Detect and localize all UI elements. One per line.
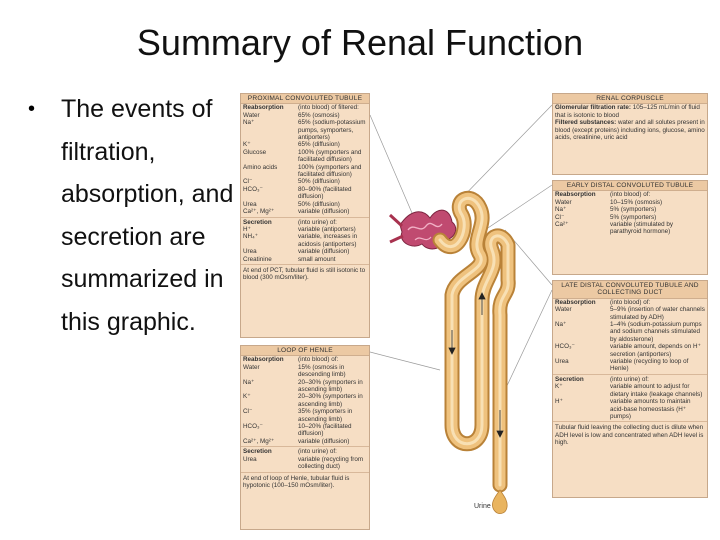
edct-row: Ca²⁺variable (stimulated by parathyroid … bbox=[555, 221, 673, 236]
late-reab-heading: Reabsorption (into blood) of: bbox=[555, 298, 651, 306]
pct-row: HCO₃⁻80–90% (facilitated diffusion) bbox=[243, 185, 352, 201]
pct-row: Na⁺65% (sodium-potassium pumps, symporte… bbox=[243, 119, 366, 142]
late-sec-row: K⁺variable amount to adjust for dietary … bbox=[555, 383, 703, 398]
pct-reab-heading: Reabsorption (into blood) of filtered: bbox=[243, 104, 359, 112]
late-note: Tubular fluid leaving the collecting duc… bbox=[555, 424, 704, 447]
pct-sec-row: H⁺variable (antiporters) bbox=[243, 225, 356, 233]
nephron-illustration: Urine bbox=[369, 104, 553, 514]
renal-function-figure: PROXIMAL CONVOLUTED TUBULE Reabsorption … bbox=[240, 90, 710, 532]
late-sec-heading: Secretion (into urine) of: bbox=[555, 375, 649, 383]
loop-note: At end of loop of Henle, tubular fluid i… bbox=[243, 474, 350, 489]
slide-title: Summary of Renal Function bbox=[136, 22, 584, 63]
edct-header: EARLY DISTAL CONVOLUTED TUBULE bbox=[553, 181, 707, 192]
pct-panel: PROXIMAL CONVOLUTED TUBULE Reabsorption … bbox=[240, 93, 370, 338]
pct-note: At end of PCT, tubular fluid is still is… bbox=[243, 266, 366, 282]
late-header: LATE DISTAL CONVOLUTED TUBULE AND COLLEC… bbox=[553, 281, 707, 299]
renal-header: RENAL CORPUSCLE bbox=[553, 94, 707, 105]
flow-arrows bbox=[448, 292, 504, 438]
loop-reab-heading: Reabsorption (into blood) of: bbox=[243, 356, 339, 364]
pct-header: PROXIMAL CONVOLUTED TUBULE bbox=[241, 94, 369, 105]
loop-row: Na⁺20–30% (symporters in ascending limb) bbox=[243, 378, 363, 394]
loop-row: Cl⁻35% (symporters in ascending limb) bbox=[243, 408, 353, 423]
tubule-illustration bbox=[432, 190, 516, 493]
pct-sec-heading: Secretion (into urine) of: bbox=[243, 218, 337, 226]
pct-row: K⁺65% (diffusion) bbox=[243, 141, 340, 149]
loop-row: K⁺20–30% (symporters in ascending limb) bbox=[243, 393, 363, 408]
bullet-text: The events of filtration, absorption, an… bbox=[61, 95, 234, 336]
loop-header: LOOP OF HENLE bbox=[241, 346, 369, 357]
loop-row: HCO₃⁻10–20% (facilitated diffusion) bbox=[243, 423, 352, 438]
renal-corpuscle-panel: RENAL CORPUSCLE Glomerular filtration ra… bbox=[552, 93, 708, 175]
late-sec-row: H⁺variable amounts to maintain acid-base… bbox=[555, 398, 691, 420]
pct-row: Ca²⁺, Mg²⁺variable (diffusion) bbox=[243, 208, 350, 216]
edct-row: Cl⁻5% (symporters) bbox=[555, 213, 657, 221]
bullet-marker: • bbox=[28, 98, 36, 120]
pct-row: Cl⁻50% (diffusion) bbox=[243, 178, 340, 186]
edct-reab-heading: Reabsorption (into blood) of: bbox=[555, 191, 651, 199]
loop-panel: LOOP OF HENLE Reabsorption (into blood) … bbox=[240, 345, 370, 530]
loop-sec-heading: Secretion (into urine) of: bbox=[243, 448, 337, 456]
filtered-line: Filtered substances: water and all solut… bbox=[555, 119, 705, 142]
edct-row: Na⁺5% (symporters) bbox=[555, 206, 657, 214]
early-dct-panel: EARLY DISTAL CONVOLUTED TUBULE Reabsorpt… bbox=[552, 180, 708, 275]
late-dct-panel: LATE DISTAL CONVOLUTED TUBULE AND COLLEC… bbox=[552, 280, 708, 498]
pct-sec-row: NH₄⁺variable, increases in acidosis (ant… bbox=[243, 233, 358, 248]
gfr-line: Glomerular filtration rate: 105–125 mL/m… bbox=[555, 104, 700, 119]
urine-droplet bbox=[492, 489, 508, 514]
late-row: Na⁺1–4% (sodium-potassium pumps and sodi… bbox=[555, 321, 702, 343]
late-row: HCO₃⁻variable amount, depends on H⁺ secr… bbox=[555, 343, 701, 358]
loop-row: Ca²⁺, Mg²⁺variable (diffusion) bbox=[243, 437, 350, 445]
urine-label: Urine bbox=[474, 503, 491, 510]
